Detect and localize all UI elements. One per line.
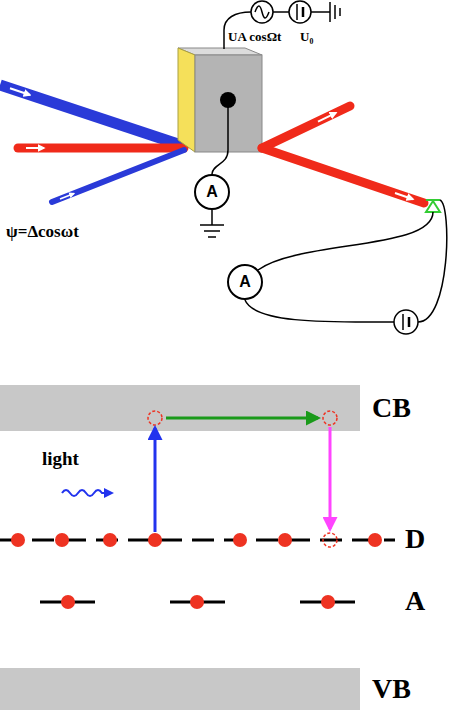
light-beam [262, 148, 424, 203]
battery-symbol [394, 310, 418, 334]
vacancy-circle [148, 411, 162, 425]
electron-dot [321, 595, 335, 609]
label-text: light [42, 448, 79, 470]
vacancy-circle [323, 533, 337, 547]
beam-arrow [26, 147, 44, 149]
electron-dot [190, 595, 204, 609]
label-text: ψ=Δcosωt [6, 222, 79, 242]
electron-dot [55, 533, 69, 547]
sine-symbol [255, 6, 269, 18]
meter-letter: A [239, 273, 251, 291]
photodiode-symbol [426, 199, 440, 201]
beam-arrow [395, 193, 413, 199]
light-wave-arrow [62, 490, 112, 496]
battery-symbol [289, 1, 311, 23]
capture-arrow [329, 427, 332, 529]
wire [258, 212, 433, 270]
battery-plate [408, 317, 411, 327]
ammeter-circle: A [194, 174, 230, 210]
light-beam [52, 150, 184, 202]
label-text: U₀ [300, 30, 313, 45]
battery-plate [296, 4, 298, 20]
beam-arrow [60, 194, 74, 200]
vacancy-circle [323, 411, 337, 425]
electron-dot [233, 533, 247, 547]
wire [418, 200, 447, 322]
electron-dot [368, 533, 382, 547]
beam-arrow [10, 88, 30, 95]
wire [211, 210, 213, 225]
ground-symbol [204, 230, 220, 232]
label-text: A [405, 585, 425, 617]
battery-plate [402, 314, 404, 330]
ground-symbol [329, 2, 331, 22]
light-beam [0, 85, 184, 146]
label-text: D [405, 523, 425, 555]
wire [311, 11, 330, 13]
wire [245, 300, 394, 322]
electron-dot [278, 533, 292, 547]
ground-symbol [200, 224, 224, 226]
ground-symbol [208, 236, 216, 238]
label-text: UA cosΩt [228, 30, 281, 45]
beam-arrow [318, 113, 336, 122]
light-beam [18, 144, 184, 153]
ac-source-symbol [251, 1, 273, 23]
electron-dot [11, 533, 25, 547]
electron-dot [148, 533, 162, 547]
light-beam [262, 106, 350, 148]
electrode-dot [220, 92, 236, 108]
electron-dot [61, 595, 75, 609]
ammeter-circle: A [227, 264, 263, 300]
meter-letter: A [206, 183, 218, 201]
wire [212, 106, 228, 174]
drift-arrow [166, 417, 318, 420]
electron-dot [103, 533, 117, 547]
ground-symbol [334, 5, 336, 19]
wire [273, 11, 289, 13]
valence-band [0, 668, 360, 710]
conduction-band [0, 385, 360, 431]
label-text: CB [372, 392, 411, 424]
excitation-arrow [154, 428, 157, 532]
crystal-face [178, 48, 195, 152]
battery-plate [302, 7, 305, 17]
photodiode-symbol [426, 201, 440, 212]
label-text: VB [372, 673, 411, 705]
ground-symbol [339, 8, 341, 16]
